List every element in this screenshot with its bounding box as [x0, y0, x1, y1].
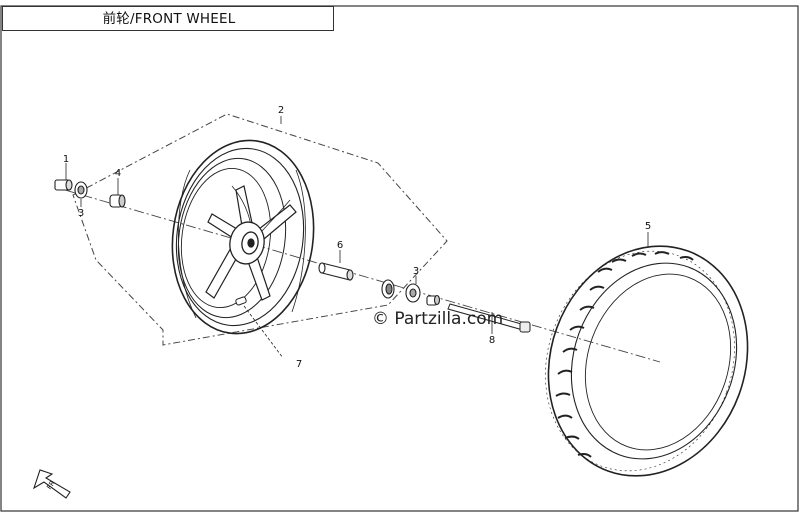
- diagram-title: 前轮/FRONT WHEEL: [102, 11, 236, 27]
- callout-7[interactable]: 7: [296, 359, 302, 370]
- callout-5[interactable]: 5: [645, 221, 651, 232]
- wheel-rim: [171, 139, 315, 335]
- axle-shaft-part: [447, 303, 531, 333]
- leader-lines: [65, 116, 649, 359]
- direction-label: FR: [45, 479, 57, 491]
- axle-centerline: [64, 189, 661, 363]
- callout-3-right[interactable]: 3: [413, 266, 419, 277]
- callout-1[interactable]: 1: [63, 154, 69, 165]
- axle-bolt-part: [54, 179, 73, 191]
- outer-border: [0, 5, 799, 512]
- callout-8[interactable]: 8: [489, 335, 495, 346]
- assembly-outline: [72, 113, 448, 346]
- spacer-part: [109, 194, 126, 208]
- callout-2[interactable]: 2: [278, 105, 284, 116]
- bearing-right-part: [405, 283, 421, 303]
- wheel-hub: [229, 221, 265, 265]
- callout-6[interactable]: 6: [337, 240, 343, 251]
- collar-part: [318, 262, 354, 281]
- valve-part: [235, 296, 247, 306]
- front-direction-arrow: [33, 469, 71, 499]
- title-box: 前轮/FRONT WHEEL: [2, 6, 334, 31]
- hub-bearing-part: [381, 279, 395, 299]
- tire-part: [545, 245, 749, 477]
- callout-3-left[interactable]: 3: [78, 208, 84, 219]
- small-spacer-part: [426, 294, 441, 306]
- partzilla-watermark: © Partzilla.com: [372, 309, 503, 329]
- bearing-left-part: [74, 181, 88, 199]
- callout-4[interactable]: 4: [115, 168, 121, 179]
